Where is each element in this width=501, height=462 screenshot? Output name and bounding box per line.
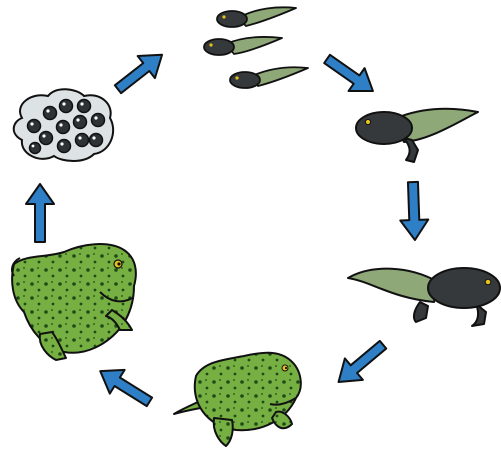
- hatchling-tadpole: [230, 67, 308, 88]
- arrow-eggs-to-hatchlings: [109, 44, 170, 101]
- arrow-tadpole-to-four-legs: [399, 182, 429, 241]
- arrow-hatchlings-to-tadpole: [319, 47, 381, 102]
- tadpole-with-hind-legs-icon: [356, 109, 478, 162]
- arrow-adult-to-eggs: [26, 184, 54, 242]
- frogspawn-icon: [14, 89, 113, 161]
- arrow-four-legs-to-froglet: [330, 334, 392, 393]
- hatchling-tadpoles-icon: [204, 7, 308, 88]
- hatchling-tadpole: [217, 7, 296, 27]
- hatchling-tadpole: [204, 37, 282, 55]
- adult-frog-icon: [12, 244, 136, 360]
- arrow-froglet-to-adult: [93, 359, 157, 413]
- tadpole-with-four-legs-icon: [348, 268, 500, 326]
- froglet-icon: [174, 353, 301, 446]
